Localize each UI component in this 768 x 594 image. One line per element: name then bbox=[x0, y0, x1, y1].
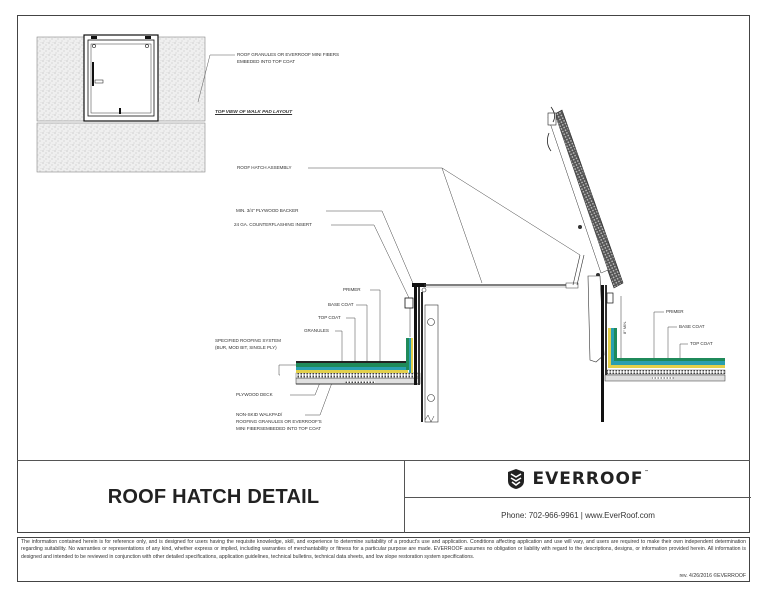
top-view-caption: TOP VIEW OF WALK PAD LAYOUT bbox=[215, 110, 293, 115]
label-roofing-system-line1: SPECIFIED ROOFING SYSTEM bbox=[215, 338, 281, 343]
leader-lines bbox=[278, 167, 688, 416]
contact-info: Phone: 702-966-9961 | www.EverRoof.com bbox=[501, 511, 655, 520]
drawing-frame bbox=[17, 15, 750, 533]
everroof-shield-icon bbox=[508, 469, 525, 489]
label-primer-left: PRIMER bbox=[343, 287, 361, 292]
label-base-coat-right: BASE COAT bbox=[679, 324, 705, 329]
brand-cell: EVERROOF™ Phone: 702-966-9961 | www.Ever… bbox=[404, 461, 751, 533]
label-plywood-deck: PLYWOOD DECK bbox=[236, 392, 273, 397]
dimension-label: 8" MIN. bbox=[622, 321, 627, 334]
hatch-lid-open bbox=[547, 106, 624, 363]
brand-name: EVERROOF™ bbox=[532, 469, 650, 489]
label-walkpad-line1: NON-SKID WALKPAD/ bbox=[236, 412, 283, 417]
label-base-coat-left: BASE COAT bbox=[328, 302, 354, 307]
logo-row: EVERROOF™ bbox=[405, 461, 751, 498]
title-block: ROOF HATCH DETAIL EVERROOF™ Phone: 702-9… bbox=[17, 460, 751, 533]
title-cell: ROOF HATCH DETAIL bbox=[17, 461, 404, 533]
revision-note: rev. 4/26/2016 ©EVERROOF bbox=[679, 572, 746, 579]
granules-note-line1: ROOF GRANULES OR EVERROOF MINI FIBERS bbox=[237, 52, 340, 57]
label-granules: GRANULES bbox=[304, 328, 329, 333]
label-walkpad-line3: MINI FIBERSEMBEDED INTO TOP COAT bbox=[236, 426, 322, 431]
disclaimer-box: The information contained herein is for … bbox=[17, 537, 750, 582]
label-walkpad-line2: ROOFING GRANULES OR EVERROOF'S bbox=[236, 419, 322, 424]
granules-note-line2: EMBEDED INTO TOP COAT bbox=[237, 59, 295, 64]
label-roofing-system-line2: (BUR, MOD BIT, SINGLE PLY) bbox=[215, 345, 277, 350]
label-roof-hatch-assembly: ROOF HATCH ASSEMBLY bbox=[237, 165, 292, 170]
label-counterflashing: 24 GA. COUNTERFLASHING INSERT bbox=[234, 222, 312, 227]
label-top-coat-right: TOP COAT bbox=[690, 341, 713, 346]
drawing-title: ROOF HATCH DETAIL bbox=[107, 485, 320, 508]
disclaimer-text: The information contained herein is for … bbox=[21, 539, 746, 560]
label-plywood-backer: MIN. 3/4" PLYWOOD BACKER bbox=[236, 208, 299, 213]
top-view bbox=[36, 34, 235, 173]
label-primer-right: PRIMER bbox=[666, 309, 684, 314]
left-roof-assembly bbox=[295, 283, 439, 423]
label-top-coat-left: TOP COAT bbox=[318, 315, 341, 320]
right-roof-assembly bbox=[601, 285, 726, 422]
